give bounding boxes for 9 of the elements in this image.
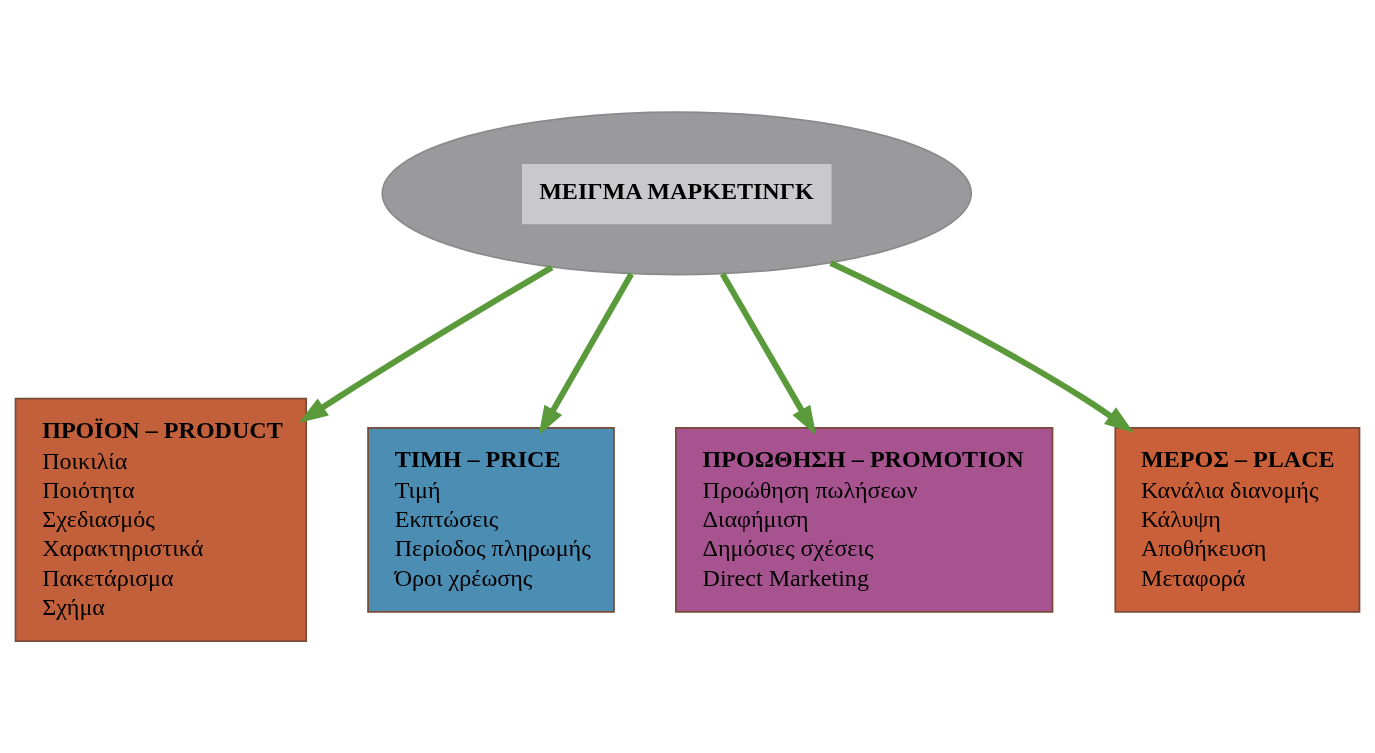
- node-box: ΤΙΜΗ – PRICE Τιμή Εκπτώσεις Περίοδος πληρωμής Όροι χρέωσης: [367, 427, 615, 613]
- arrow: [829, 260, 1134, 433]
- node-box: ΠΡΟΩΘΗΣΗ – PROMOTION Προώθηση πωλήσεων Διαφήμιση Δημόσιες σχέσεις Direct Marketing: [675, 427, 1054, 613]
- arrow: [538, 272, 634, 436]
- arrow: [720, 272, 817, 436]
- node-ellipse: ΜΕΙΓΜΑ ΜΑΡΚΕΤΙΝΓΚ: [381, 111, 973, 276]
- node-box: ΠΡΟΪΟΝ – PRODUCT Ποικιλία Ποιότητα Σχεδιασμός Χαρακτηριστικά Πακετάρισμα Σχήμα: [14, 397, 307, 642]
- node-box: ΜΕΡΟΣ – PLACE Κανάλια διανομής Κάλυψη Αποθήκευση Μεταφορά: [1114, 427, 1361, 613]
- arrow: [298, 264, 554, 424]
